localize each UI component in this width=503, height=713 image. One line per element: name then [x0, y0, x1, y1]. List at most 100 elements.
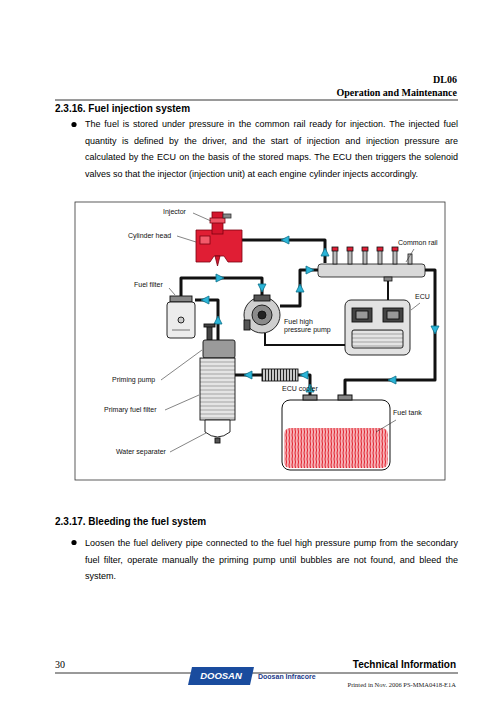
part-label: Fuel filter: [134, 281, 163, 289]
diagram-frame: [75, 202, 445, 480]
fuel-tank: [303, 395, 317, 400]
ecu-unit: [345, 300, 410, 355]
primary-fuel-filter: [204, 324, 215, 327]
fuel-tank: [282, 395, 390, 470]
fuel-pipe: [345, 270, 435, 399]
body-paragraph: The fuel is stored under pressure in the…: [85, 116, 458, 182]
flow-arrow: [201, 296, 209, 304]
part-label: ECU cooler: [282, 385, 318, 393]
part-label: Cylinder head: [128, 232, 171, 240]
section-heading: 2.3.17. Bleeding the fuel system: [55, 516, 206, 528]
ecu-wire: [265, 333, 345, 345]
common-rail: [318, 247, 425, 281]
part-label: ECU: [415, 293, 430, 301]
bullet-dot: [71, 122, 76, 127]
part-label: Water separater: [116, 448, 166, 456]
leader-line: [411, 303, 420, 310]
flow-arrow: [306, 266, 314, 274]
logo-text: DOOSAN: [190, 670, 252, 682]
fuel-filter: [167, 296, 195, 338]
fuel-pipe: [242, 240, 325, 263]
ecu-unit: [387, 311, 399, 319]
primary-fuel-filter: [207, 326, 212, 340]
flow-arrow: [296, 284, 304, 292]
flow-arrow: [258, 284, 266, 292]
page-header: DL06: [433, 74, 457, 86]
flow-arrow: [388, 376, 396, 384]
leader-line: [165, 395, 199, 410]
bullet-dot: [71, 122, 76, 545]
page-number: 30: [55, 659, 65, 671]
primary-fuel-filter: [200, 358, 235, 420]
injector: [223, 214, 231, 218]
high-pressure-pump: [244, 320, 250, 330]
primary-fuel-filter: [205, 420, 230, 437]
flow-arrow: [431, 326, 439, 334]
part-label: Primary fuel filter: [104, 406, 157, 414]
common-rail: [363, 250, 367, 264]
primary-fuel-filter: [215, 438, 220, 443]
part-label: Injector: [163, 208, 186, 216]
fuel-tank: [282, 400, 390, 470]
primary-fuel-filter: [203, 340, 235, 358]
common-rail: [393, 250, 397, 264]
section-heading: 2.3.16. Fuel injection system: [55, 103, 190, 115]
common-rail: [392, 247, 398, 251]
common-rail: [333, 250, 337, 264]
high-pressure-pump: [258, 311, 266, 319]
leader-line: [376, 420, 396, 432]
leader-line: [169, 288, 175, 295]
ecu-unit: [383, 308, 403, 322]
common-rail: [377, 247, 383, 251]
ecu-unit: [345, 300, 410, 355]
injector: [210, 212, 231, 266]
doosan-logo: [188, 667, 254, 685]
ecu-unit: [352, 308, 372, 322]
leader-line: [161, 213, 420, 452]
part-label: Fuel high pressure pump: [284, 318, 340, 334]
part-label: Priming pump: [112, 376, 155, 384]
body-paragraph: Loosen the fuel delivery pipe connected …: [85, 535, 458, 585]
fuel-filter: [170, 296, 192, 302]
rule-line: [55, 100, 458, 673]
ecu-unit: [352, 330, 403, 348]
leader-line: [161, 350, 202, 380]
fuel-filter: [167, 302, 195, 338]
footer-title: Technical Information: [353, 659, 456, 671]
part-label: Common rail: [398, 239, 438, 247]
fuel-pipe: [181, 278, 262, 297]
common-rail: [362, 247, 368, 251]
company-name: Doosan Infracore: [258, 672, 316, 681]
cylinder-head: [200, 236, 210, 244]
common-rail: [347, 247, 353, 251]
page-header: Operation and Maintenance: [336, 87, 457, 99]
doosan-logo: [188, 667, 254, 685]
flow-arrow: [244, 371, 252, 379]
injector: [210, 218, 225, 223]
ecu-cooler: [262, 369, 298, 381]
high-pressure-pump: [244, 295, 280, 333]
common-rail: [332, 247, 338, 251]
fuel-pipe: [195, 300, 218, 340]
print-note: Printed in Nov. 2006 PS-MMA0418-E1A: [348, 681, 456, 689]
part-label: Fuel tank: [393, 409, 422, 417]
high-pressure-pump: [244, 297, 280, 333]
high-pressure-pump: [252, 305, 272, 325]
flow-arrow: [216, 274, 224, 282]
bullet-dot: [71, 540, 76, 545]
common-rail: [378, 250, 382, 264]
leader-line: [177, 236, 196, 242]
ecu-unit: [356, 311, 368, 319]
leader-line: [406, 249, 414, 262]
common-rail: [384, 277, 392, 281]
fuel-filter: [172, 330, 190, 331]
ecu-cooler: [262, 369, 298, 381]
flow-arrow: [281, 236, 289, 244]
primary-fuel-filter: [200, 324, 235, 443]
flow-arrow: [321, 248, 329, 256]
leader-line: [170, 433, 206, 452]
common-rail: [318, 264, 425, 277]
rule-line: [55, 673, 458, 674]
flow-arrow: [214, 316, 222, 324]
